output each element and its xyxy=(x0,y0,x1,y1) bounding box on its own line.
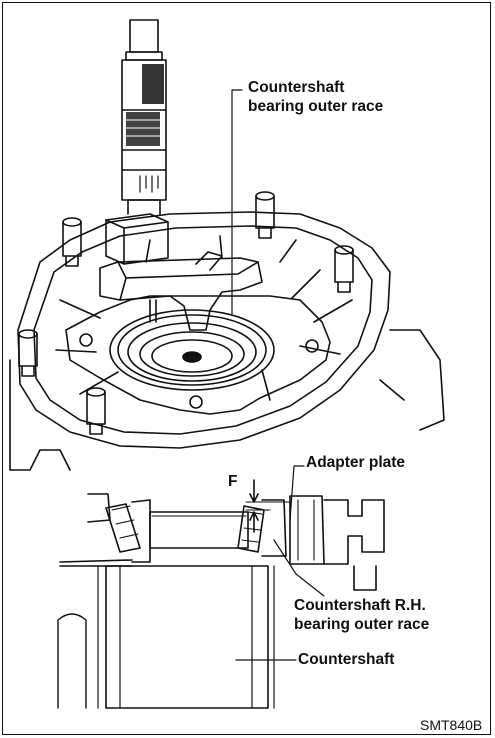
bearing-bore xyxy=(109,309,275,391)
adapter-flange xyxy=(65,295,331,415)
adapter-plate-label: Adapter plate xyxy=(306,454,406,471)
leader-line-adapter-plate xyxy=(289,465,305,521)
leader-line-upper xyxy=(231,89,243,315)
figure-code: SMT840B xyxy=(420,717,483,733)
countershaft-rh-bearing-section xyxy=(105,499,287,563)
countershaft-label: Countershaft xyxy=(298,651,395,668)
label-line: Countershaft R.H. xyxy=(294,597,426,614)
leader-line-rh-race xyxy=(273,539,325,597)
f-dimension-label: F xyxy=(228,473,238,490)
f-dimension-arrows xyxy=(245,479,291,533)
bolt xyxy=(18,329,38,377)
countershaft-rh-bearing-outer-race-label: Countershaft R.H. bearing outer race xyxy=(294,596,429,634)
label-line: bearing outer race xyxy=(294,616,430,633)
bolt xyxy=(255,191,275,239)
countershaft-bearing-outer-race-label: Countershaft bearing outer race xyxy=(248,78,383,116)
countershaft-body xyxy=(97,565,275,709)
label-line: Countershaft xyxy=(248,79,345,96)
transmission-case xyxy=(9,211,445,471)
adapter-plate-section xyxy=(289,495,385,591)
label-line: bearing outer race xyxy=(248,98,384,115)
micrometer-depth-gauge xyxy=(99,19,263,331)
bolt xyxy=(86,387,106,435)
cross-section-housing xyxy=(57,493,133,709)
bolt xyxy=(334,245,354,293)
case-bolts xyxy=(18,191,354,435)
bolt xyxy=(62,217,82,267)
